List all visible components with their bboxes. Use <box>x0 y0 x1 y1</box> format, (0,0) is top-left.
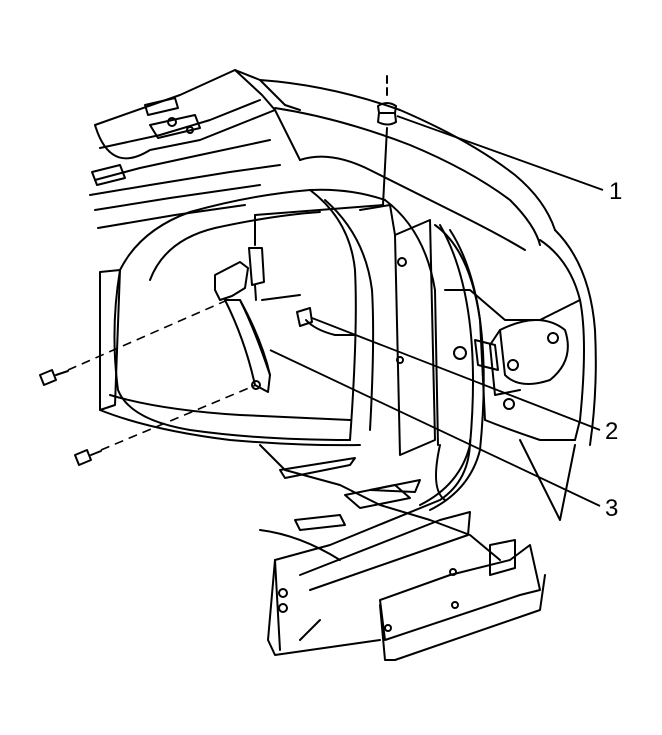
fastener-bolts <box>39 369 102 466</box>
rear-body-panel <box>267 439 546 661</box>
weatherstrip-seal <box>419 224 485 511</box>
rear-deck-panel <box>89 69 301 229</box>
callout-label-3: 3 <box>605 495 619 522</box>
trunk-interior <box>99 188 439 456</box>
electrical-connector <box>261 294 356 336</box>
leader-line-2 <box>311 317 601 431</box>
leader-line-3 <box>269 349 601 507</box>
trunk-lid-actuator <box>248 204 384 301</box>
fastener-guide-line-lower <box>100 384 257 451</box>
callout-label-1: 1 <box>609 178 623 205</box>
quarter-panel-upper <box>259 79 597 446</box>
release-handle <box>214 261 271 393</box>
trunk-floor <box>259 444 501 561</box>
fastener-guide-line-upper <box>67 297 233 371</box>
lift-cylinder-grommet <box>377 75 397 206</box>
callout-label-2: 2 <box>605 418 619 445</box>
leader-line-1 <box>396 115 604 191</box>
